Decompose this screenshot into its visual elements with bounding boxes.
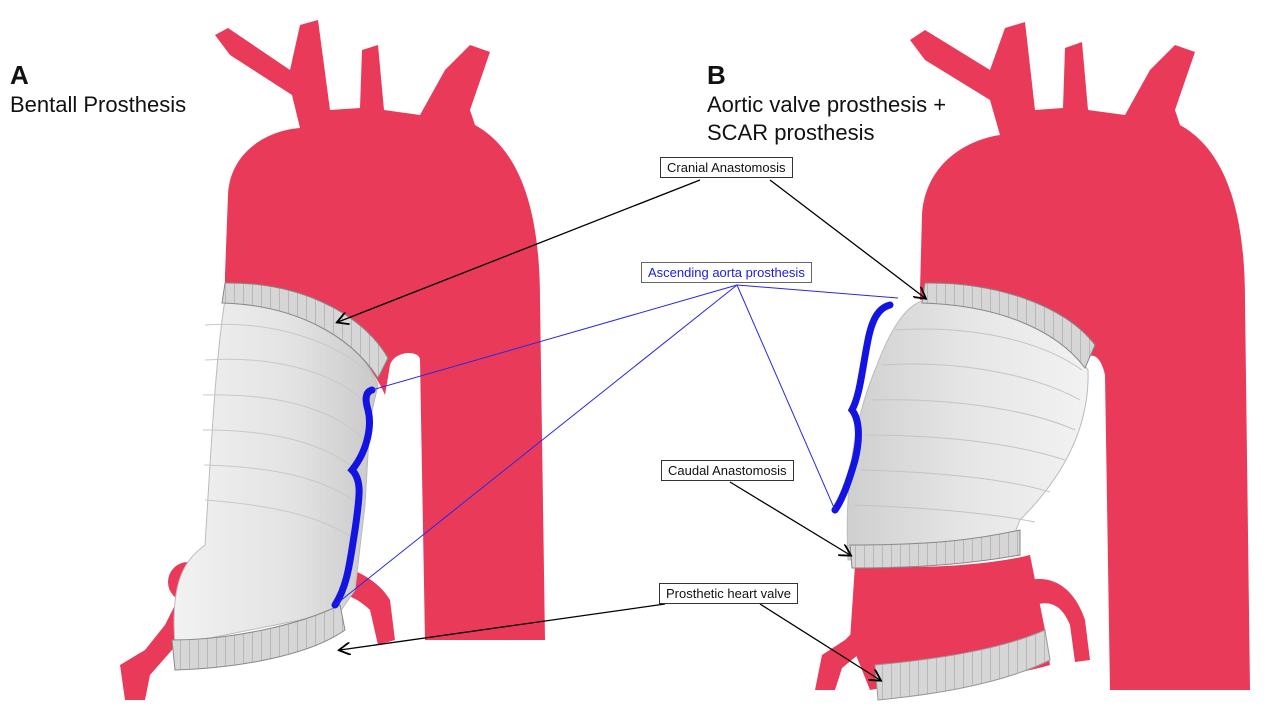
panel-a-title: Bentall Prosthesis	[10, 90, 186, 120]
ascending-aorta-prosthesis-label: Ascending aorta prosthesis	[641, 262, 812, 283]
ascending-leader-3	[737, 285, 898, 298]
cranial-anastomosis-label: Cranial Anastomosis	[660, 157, 793, 178]
prosthetic-heart-valve-label: Prosthetic heart valve	[659, 583, 798, 604]
graft-tube-a	[174, 300, 378, 645]
panel-b-letter: B	[707, 60, 726, 91]
graft-tube-b	[847, 300, 1088, 560]
panel-a-letter: A	[10, 60, 29, 91]
panel-b-title-line1: Aortic valve prosthesis +	[707, 90, 946, 120]
panel-a-illustration	[120, 20, 545, 700]
caudal-anastomosis-label: Caudal Anastomosis	[661, 460, 794, 481]
caudal-leader	[730, 482, 850, 555]
panel-b-illustration	[815, 22, 1250, 700]
panel-b-title-line2: SCAR prosthesis	[707, 118, 875, 148]
